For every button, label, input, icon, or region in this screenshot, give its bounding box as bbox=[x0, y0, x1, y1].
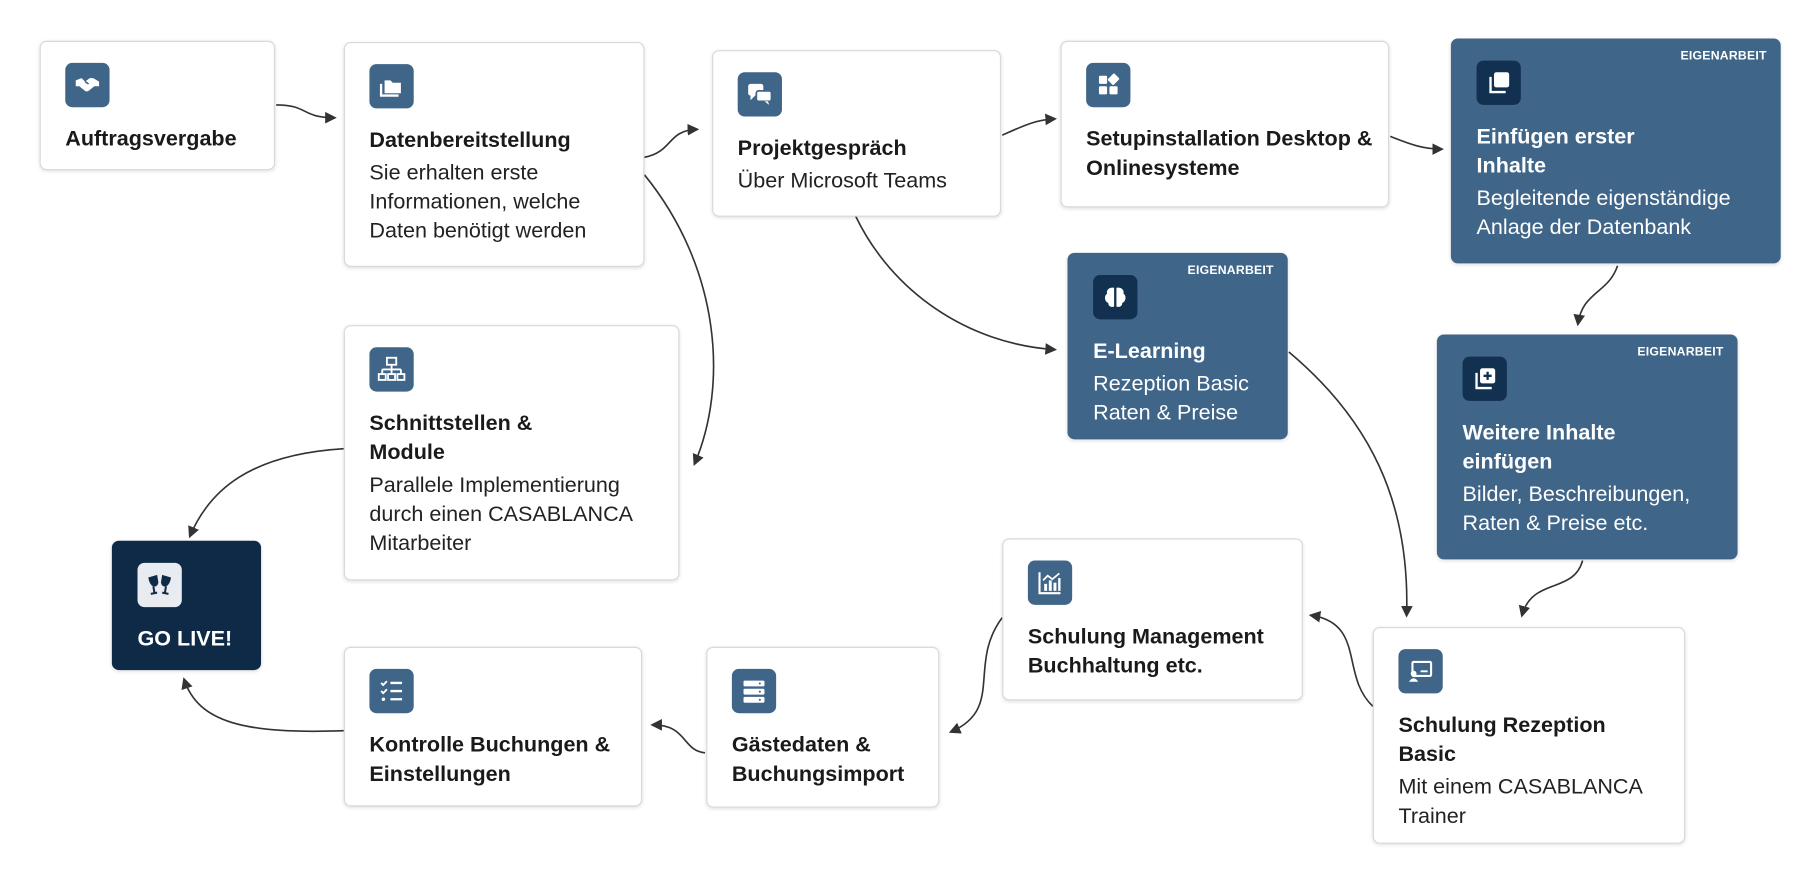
arrow-projekt-to-setup bbox=[1001, 113, 1057, 136]
eigenarbeit-tag: EIGENARBEIT bbox=[1637, 344, 1724, 359]
step-title: GO LIVE! bbox=[137, 625, 233, 651]
arrow-einfuegen-to-weitere bbox=[1573, 265, 1619, 327]
step-title: Gästedaten & Buchungsimport bbox=[731, 731, 905, 786]
arrow-kontrolle-to-golive bbox=[181, 677, 344, 733]
step-description: Bilder, Beschreibungen, Raten & Preise e… bbox=[1462, 481, 1691, 535]
add-copy-icon bbox=[1462, 356, 1507, 401]
step-title: Einfügen erster Inhalte bbox=[1476, 123, 1635, 178]
step-title: E-Learning bbox=[1093, 337, 1206, 363]
handshake-icon bbox=[65, 62, 110, 108]
arrow-setup-to-einfuegen bbox=[1389, 135, 1444, 155]
step-description: Sie erhalten erste Informationen, welche… bbox=[369, 159, 587, 243]
arrow-daten-to-projekt bbox=[644, 123, 700, 159]
step-card-schnittstellen: Schnittstellen & Module Parallele Implem… bbox=[343, 325, 680, 581]
sitemap-icon bbox=[369, 347, 414, 392]
server-icon bbox=[731, 668, 777, 714]
folder-icon bbox=[369, 64, 414, 109]
step-card-weitere-inhalte: EIGENARBEIT Weitere Inhalte einfügen Bil… bbox=[1436, 334, 1738, 560]
brain-icon bbox=[1093, 275, 1138, 320]
step-card-e-learning: EIGENARBEIT E-Learning Rezeption Basic R… bbox=[1067, 252, 1288, 440]
dashboard-icon bbox=[1086, 62, 1131, 108]
eigenarbeit-tag: EIGENARBEIT bbox=[1187, 263, 1274, 278]
eigenarbeit-tag: EIGENARBEIT bbox=[1680, 48, 1767, 63]
step-title: Weitere Inhalte einfügen bbox=[1462, 419, 1616, 474]
arrow-gaeste-to-kontrolle bbox=[650, 719, 706, 754]
step-title: Projektgespräch bbox=[737, 135, 907, 160]
arrow-projekt-to-elearning bbox=[854, 215, 1057, 355]
arrow-auftrag-to-daten bbox=[276, 104, 337, 124]
presentation-icon bbox=[1398, 649, 1443, 694]
arrow-elearning-to-rezeption bbox=[1288, 351, 1413, 618]
step-card-schulung-rezeption: Schulung Rezeption Basic Mit einem CASAB… bbox=[1372, 626, 1686, 844]
step-card-projektgespraech: Projektgespräch Über Microsoft Teams bbox=[712, 50, 1002, 217]
step-title: Schnittstellen & Module bbox=[369, 410, 533, 464]
step-description: Über Microsoft Teams bbox=[737, 167, 947, 193]
step-card-auftragsvergabe: Auftragsvergabe bbox=[39, 40, 276, 171]
step-description: Parallele Implementierung durch einen CA… bbox=[369, 471, 632, 555]
chat-icon bbox=[737, 72, 782, 117]
step-card-einfuegen-erster-inhalte: EIGENARBEIT Einfügen erster Inhalte Begl… bbox=[1450, 38, 1781, 264]
arrow-rezeption-to-management bbox=[1308, 610, 1374, 707]
step-title: Setupinstallation Desktop & Onlinesystem… bbox=[1086, 125, 1373, 180]
step-card-datenbereitstellung: Datenbereitstellung Sie erhalten erste I… bbox=[343, 41, 645, 267]
step-card-go-live: GO LIVE! bbox=[111, 540, 262, 671]
step-card-setupinstallation: Setupinstallation Desktop & Onlinesystem… bbox=[1060, 40, 1390, 208]
step-title: Datenbereitstellung bbox=[369, 127, 571, 152]
arrow-schnittstellen-to-golive bbox=[188, 447, 344, 539]
arrow-weitere-to-rezeption bbox=[1518, 560, 1584, 618]
copy-icon bbox=[1476, 60, 1521, 105]
chart-icon bbox=[1027, 560, 1073, 605]
step-title: Schulung Management Buchhaltung etc. bbox=[1027, 623, 1264, 678]
step-description: Begleitende eigenständige Anlage der Dat… bbox=[1476, 185, 1731, 239]
step-description: Rezeption Basic Raten & Preise bbox=[1093, 370, 1249, 425]
step-card-schulung-management: Schulung Management Buchhaltung etc. bbox=[1002, 538, 1303, 701]
arrow-daten-to-schnittstellen bbox=[643, 174, 715, 466]
arrow-management-to-gaeste bbox=[948, 617, 1003, 734]
step-title: Kontrolle Buchungen & Einstellungen bbox=[369, 731, 611, 786]
step-card-gaestedaten: Gästedaten & Buchungsimport bbox=[706, 646, 940, 808]
step-description: Mit einem CASABLANCA Trainer bbox=[1398, 773, 1642, 828]
step-title: Auftragsvergabe bbox=[65, 125, 237, 151]
step-card-kontrolle: Kontrolle Buchungen & Einstellungen bbox=[343, 646, 643, 807]
glasses-cheers-icon bbox=[137, 562, 182, 608]
step-title: Schulung Rezeption Basic bbox=[1398, 712, 1606, 766]
checklist-icon bbox=[369, 668, 414, 714]
